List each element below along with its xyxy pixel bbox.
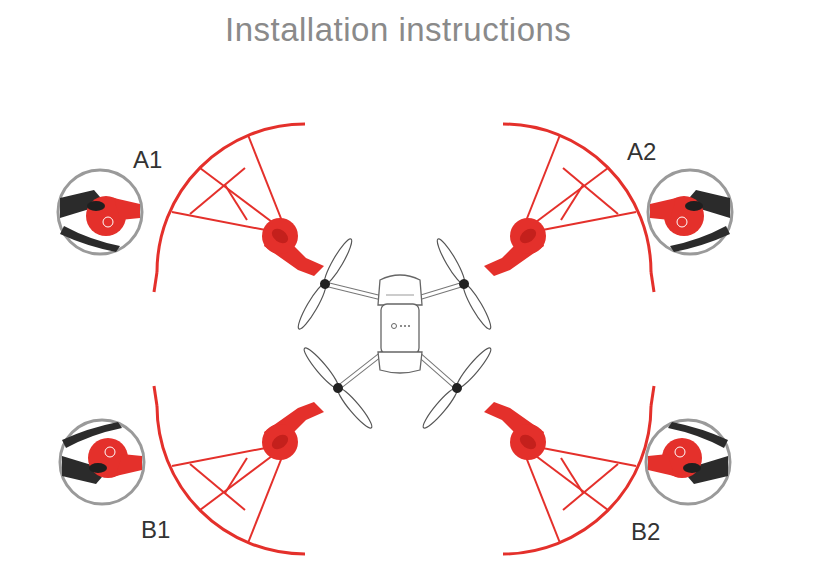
part-label: B2 (631, 519, 660, 545)
part-label: A1 (133, 147, 162, 173)
part-label: B1 (141, 517, 170, 543)
part-label: A2 (627, 139, 656, 165)
diagram-title: Installation instructions (225, 12, 571, 48)
